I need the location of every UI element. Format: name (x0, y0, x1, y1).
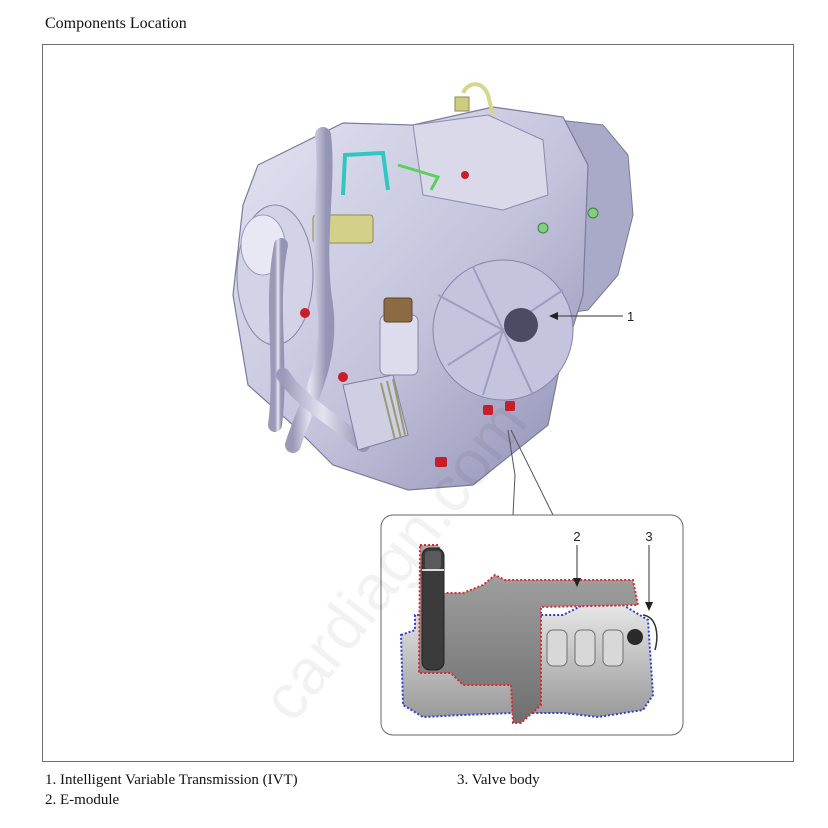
figure-frame: 1 (42, 44, 794, 762)
callout-2: 2 (573, 529, 581, 587)
transmission-assembly (232, 82, 634, 491)
callout-3: 3 (645, 529, 653, 611)
svg-text:3: 3 (645, 529, 652, 544)
detail-leader-lines (507, 429, 554, 516)
legend-item-1: 1. Intelligent Variable Transmission (IV… (45, 772, 298, 788)
detail-view-box (380, 514, 684, 736)
svg-text:2: 2 (573, 529, 580, 544)
page-title: Components Location (45, 15, 187, 32)
legend-item-3: 3. Valve body (457, 772, 540, 788)
legend-item-2: 2. E-module (45, 792, 120, 808)
callout-1: 1 (549, 309, 634, 324)
transmission-illustration: 1 (232, 82, 684, 736)
svg-text:1: 1 (627, 309, 634, 324)
